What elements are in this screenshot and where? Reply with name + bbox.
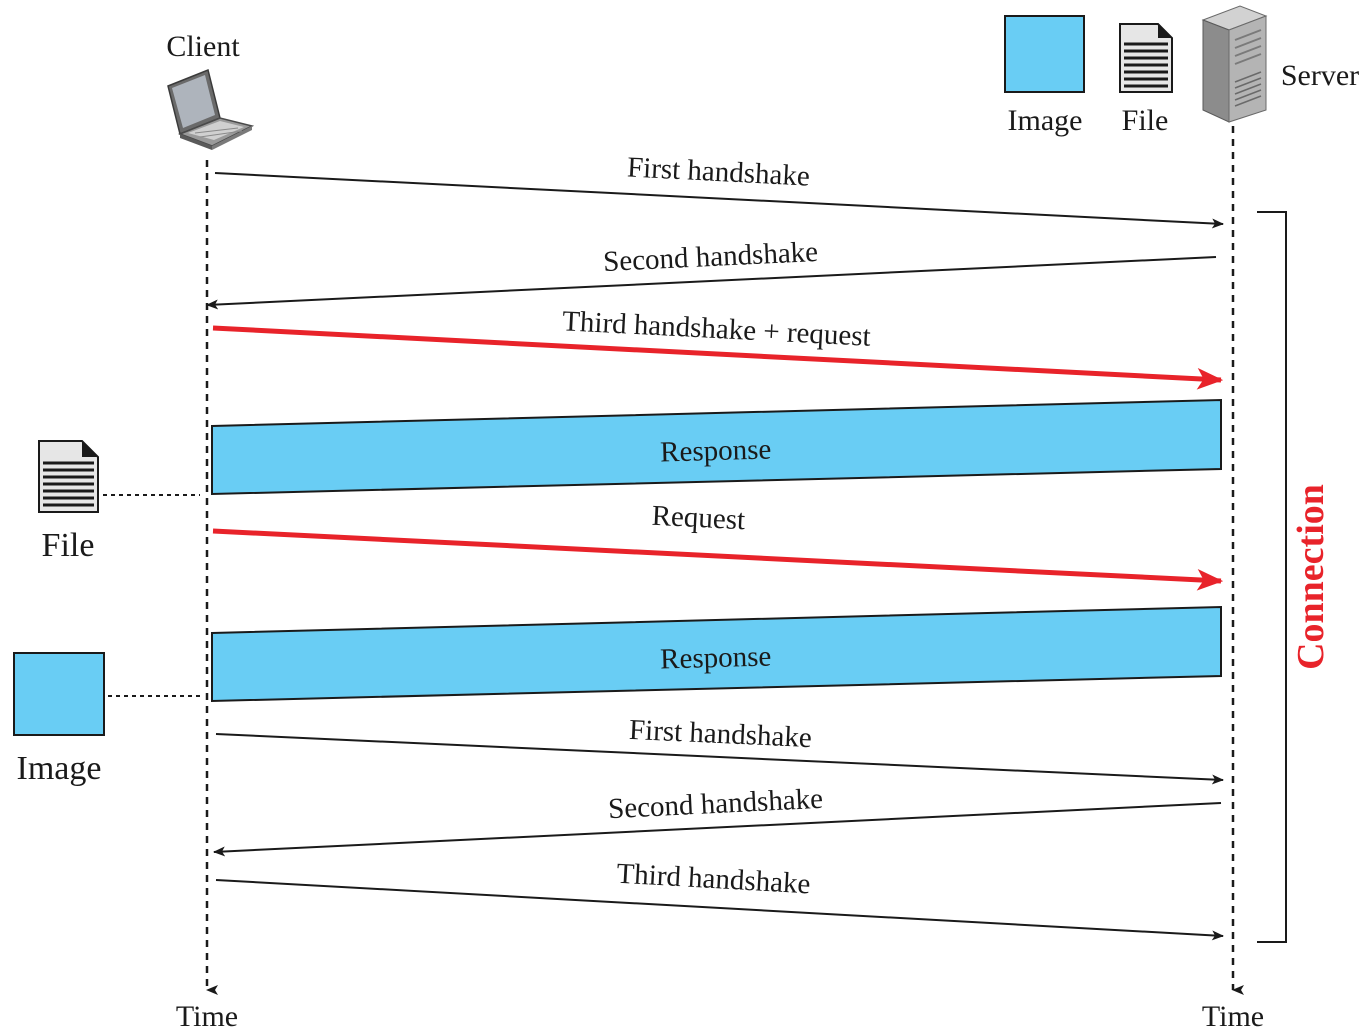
- document-icon: [38, 440, 99, 513]
- first-handshake-arrow: [214, 172, 1224, 229]
- image-square-icon: [13, 652, 105, 736]
- first-handshake-label: First handshake: [626, 151, 810, 192]
- second-handshake-arrow: [206, 256, 1217, 310]
- response-band: [211, 398, 1222, 496]
- third-handshake-request-arrow: [212, 325, 1224, 390]
- document-icon: [1119, 23, 1173, 93]
- server-image-label: Image: [1008, 104, 1083, 137]
- connection-bracket: [1257, 211, 1287, 943]
- third-handshake-request-label: Third handshake + request: [561, 305, 871, 353]
- second-handshake-arrow: [213, 802, 1222, 857]
- client-label: Client: [166, 30, 240, 63]
- request-label: Request: [651, 500, 746, 537]
- client-file-label: File: [42, 527, 95, 564]
- first-handshake-label: First handshake: [628, 714, 812, 754]
- second-handshake-label: Second handshake: [602, 236, 818, 278]
- third-handshake-label: Third handshake: [616, 858, 812, 901]
- laptop-icon: [167, 68, 255, 150]
- connection-label: Connection: [1290, 484, 1332, 670]
- response-band: [211, 605, 1222, 703]
- second-handshake-label: Second handshake: [607, 783, 823, 825]
- client-time-label: Time: [176, 1000, 238, 1030]
- server-label: Server: [1281, 59, 1359, 92]
- image-square-icon: [1004, 15, 1085, 93]
- response-label: Response: [660, 434, 772, 469]
- third-handshake-arrow: [215, 879, 1224, 941]
- server-tower-icon: [1201, 5, 1268, 123]
- response-label: Response: [660, 641, 772, 676]
- server-time-label: Time: [1202, 1000, 1264, 1030]
- first-handshake-arrow: [215, 733, 1224, 785]
- request-arrow: [212, 528, 1224, 591]
- server-file-label: File: [1122, 104, 1169, 137]
- client-image-label: Image: [17, 750, 102, 787]
